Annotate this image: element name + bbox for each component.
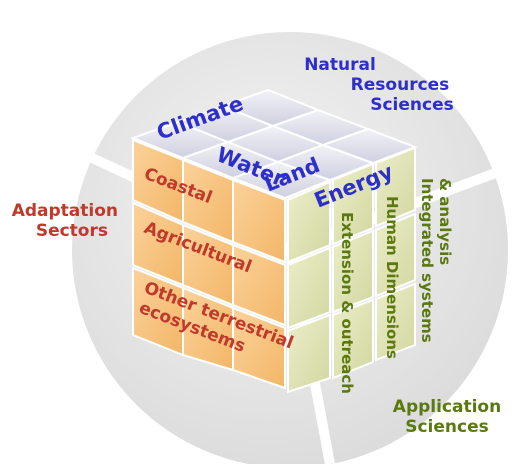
side-cell	[287, 246, 331, 330]
side-label-analysis: & analysis	[436, 178, 454, 265]
side-label-extension: Extension & outreach	[338, 212, 356, 394]
cube-side-face	[287, 146, 416, 394]
side-cell	[287, 180, 331, 264]
application-line-2: Sciences	[405, 417, 489, 437]
side-label-human-dimensions: Human Dimensions	[383, 196, 401, 359]
cube-front-face	[132, 138, 286, 390]
adaptation-line-1: Adaptation	[12, 201, 118, 221]
side-cell	[375, 282, 416, 362]
natural-line-3: Sciences	[370, 95, 454, 115]
application-line-1: Application	[393, 397, 501, 417]
label-natural-resources: Natural Resources Sciences	[304, 55, 454, 115]
front-cell	[232, 243, 286, 327]
adaptation-line-2: Sectors	[36, 221, 108, 241]
front-cell	[232, 178, 286, 264]
side-labels: Extension & outreach Human Dimensions In…	[338, 178, 454, 394]
side-cell	[332, 298, 374, 380]
cube-top-face	[130, 88, 418, 200]
top-cell	[320, 127, 418, 165]
label-application-sciences: Application Sciences	[393, 397, 501, 437]
side-cell	[287, 313, 331, 394]
label-adaptation-sectors: Adaptation Sectors	[12, 201, 118, 241]
natural-line-1: Natural	[304, 55, 376, 75]
front-cell	[232, 306, 286, 390]
natural-line-2: Resources	[351, 75, 450, 95]
side-cell	[375, 212, 416, 298]
side-label-integrated: Integrated systems	[418, 178, 436, 343]
side-cell	[332, 229, 374, 314]
